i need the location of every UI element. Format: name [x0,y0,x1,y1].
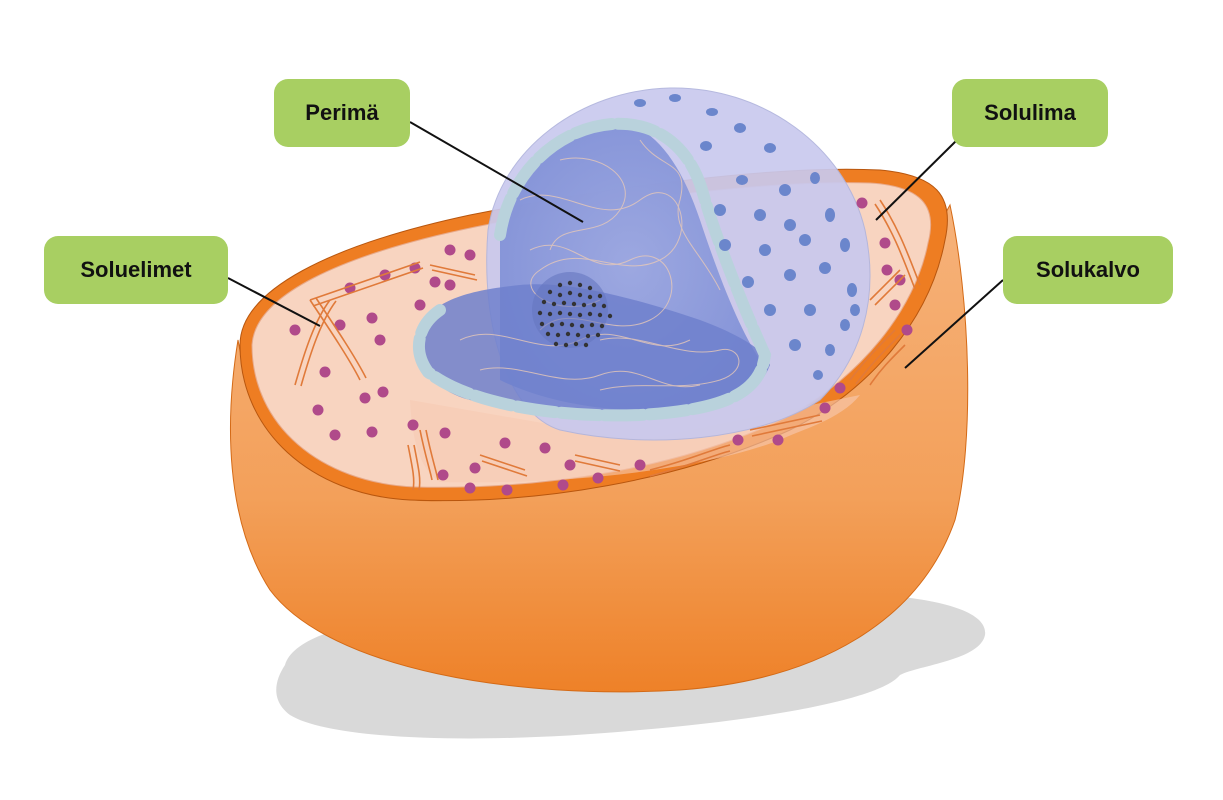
cytoskeleton [294,199,921,491]
leader-line-solukalvo [904,279,1004,369]
label-solulima: Solulima [952,79,1108,147]
leader-line-solulima [875,139,958,221]
leader-line-soluelimet [227,277,321,327]
label-perima: Perimä [274,79,410,147]
nuclear-envelope [413,117,772,422]
leader-line-perima [409,121,584,223]
label-solukalvo: Solukalvo [1003,236,1173,304]
organelles [289,197,913,496]
nuclear-pores [634,94,860,380]
nucleolus [532,272,613,348]
label-soluelimet: Soluelimet [44,236,228,304]
nucleus-floor [419,284,770,416]
leader-lines [227,121,1004,369]
cytoplasm-cut-face [410,395,860,483]
